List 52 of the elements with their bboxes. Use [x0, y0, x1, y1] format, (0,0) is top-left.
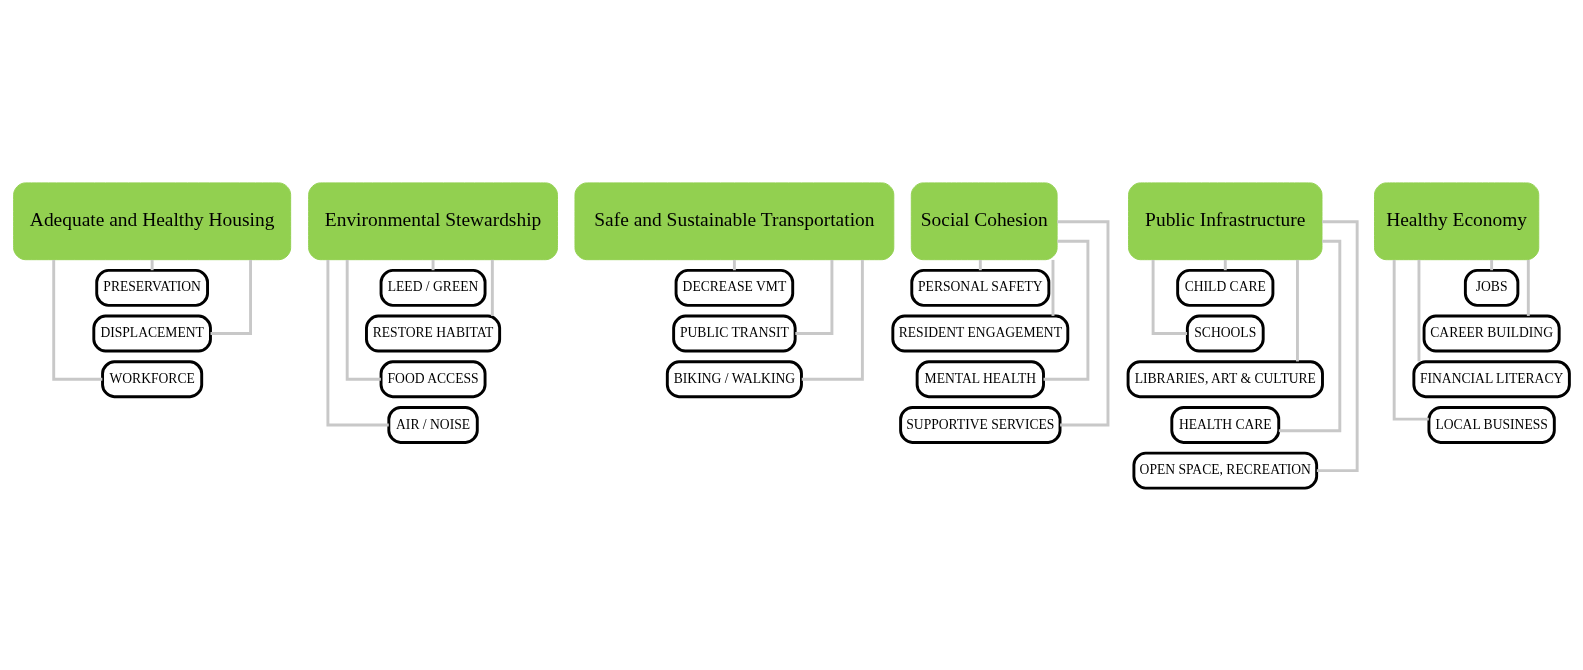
- connector: [490, 259, 494, 316]
- node-box: Healthy Economy: [1374, 181, 1540, 260]
- connector: [795, 259, 834, 335]
- connector: [431, 259, 435, 270]
- node-box: HEALTH CARE: [1170, 405, 1281, 444]
- node-box: AIR / NOISE: [387, 405, 479, 444]
- connector: [1296, 259, 1299, 361]
- connector: [150, 259, 154, 270]
- node-box: WORKFORCE: [101, 359, 204, 398]
- node-box: CAREER BUILDING: [1422, 314, 1561, 352]
- node-box: CHILD CARE: [1176, 268, 1275, 307]
- node-box: MENTAL HEALTH: [915, 359, 1045, 398]
- node-box: OPEN SPACE, RECREATION: [1132, 451, 1319, 490]
- connector: [978, 259, 982, 270]
- node-box: FOOD ACCESS: [379, 359, 487, 398]
- node-box: DISPLACEMENT: [92, 314, 212, 352]
- connector: [801, 259, 864, 381]
- node-box: DECREASE VMT: [674, 268, 795, 307]
- connector: [1278, 239, 1342, 432]
- node-box: RESTORE HABITAT: [365, 314, 502, 352]
- connector: [1051, 259, 1055, 316]
- node-box: JOBS: [1463, 268, 1520, 307]
- node-box: FINANCIAL LITERACY: [1412, 359, 1571, 398]
- connector: [1057, 219, 1110, 426]
- connector: [210, 259, 252, 335]
- connector: [1316, 219, 1359, 472]
- node-box: LEED / GREEN: [379, 268, 487, 307]
- connector: [1490, 259, 1494, 270]
- node-box: PERSONAL SAFETY: [910, 268, 1051, 307]
- connector: [1417, 259, 1421, 361]
- node-box: PUBLIC TRANSIT: [672, 314, 797, 352]
- node-box: SUPPORTIVE SERVICES: [899, 405, 1062, 444]
- node-box: Social Cohesion: [910, 181, 1058, 260]
- connector: [345, 259, 381, 381]
- node-box: Safe and Sustainable Transportation: [574, 181, 895, 260]
- node-box: Adequate and Healthy Housing: [13, 181, 292, 260]
- node-box: BIKING / WALKING: [665, 359, 803, 398]
- connector: [326, 259, 389, 426]
- connector: [1392, 259, 1429, 421]
- connector: [1151, 259, 1188, 335]
- connector: [1526, 259, 1530, 316]
- node-box: SCHOOLS: [1185, 314, 1265, 352]
- connector: [52, 259, 103, 381]
- node-box: LOCAL BUSINESS: [1427, 405, 1556, 444]
- node-box: RESIDENT ENGAGEMENT: [891, 314, 1070, 352]
- connector: [732, 259, 736, 270]
- node-box: Environmental Stewardship: [308, 181, 558, 260]
- node-box: LIBRARIES, ART & CULTURE: [1126, 359, 1324, 398]
- node-box: PRESERVATION: [95, 268, 209, 307]
- connector: [1223, 259, 1227, 270]
- connector: [1043, 239, 1090, 381]
- node-box: Public Infrastructure: [1128, 181, 1323, 260]
